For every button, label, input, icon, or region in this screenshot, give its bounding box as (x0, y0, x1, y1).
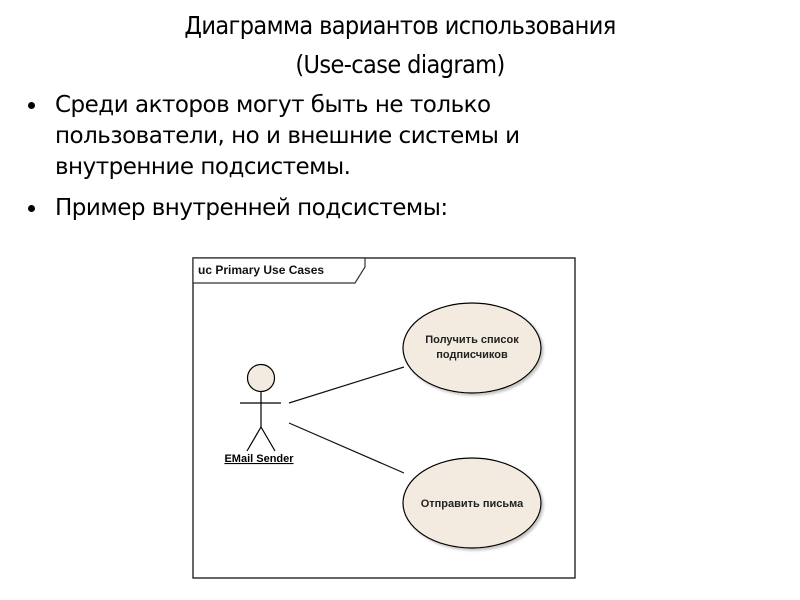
actor-name: EMail Sender (224, 453, 294, 465)
bullet-item: Пример внутренней подсистемы: (28, 193, 728, 224)
use-case-label: Отправить письма (421, 498, 524, 510)
actor-email-sender[interactable]: EMail Sender (224, 363, 294, 466)
title-line-1: Диаграмма вариантов использования (184, 11, 616, 40)
association-line (288, 366, 405, 404)
title-line-2: (Use-case diagram) (295, 50, 505, 79)
frame-label: uc Primary Use Cases (198, 263, 324, 277)
use-case-send-letters[interactable]: Отправить письма (402, 457, 542, 549)
use-case-diagram: uc Primary Use Cases EMail Sender Получи… (192, 257, 576, 579)
slide-title: Диаграмма вариантов использования (Use-c… (0, 6, 800, 84)
association-line (288, 422, 405, 474)
actor-head-icon (246, 363, 276, 393)
bullet-dot-icon (28, 102, 35, 109)
frame-label-tab (192, 257, 366, 284)
use-case-label-line2: подписчиков (436, 349, 508, 361)
bullet-text: Пример внутренней подсистемы: (55, 195, 448, 221)
use-case-label-line1: Получить список (425, 334, 519, 346)
bullet-text: Среди акторов могут быть не только польз… (55, 92, 520, 180)
bullet-item: Среди акторов могут быть не только польз… (28, 90, 728, 183)
use-case-get-subscribers[interactable]: Получить список подписчиков (402, 302, 542, 394)
bullet-dot-icon (28, 205, 35, 212)
bullet-list: Среди акторов могут быть не только польз… (28, 90, 728, 234)
